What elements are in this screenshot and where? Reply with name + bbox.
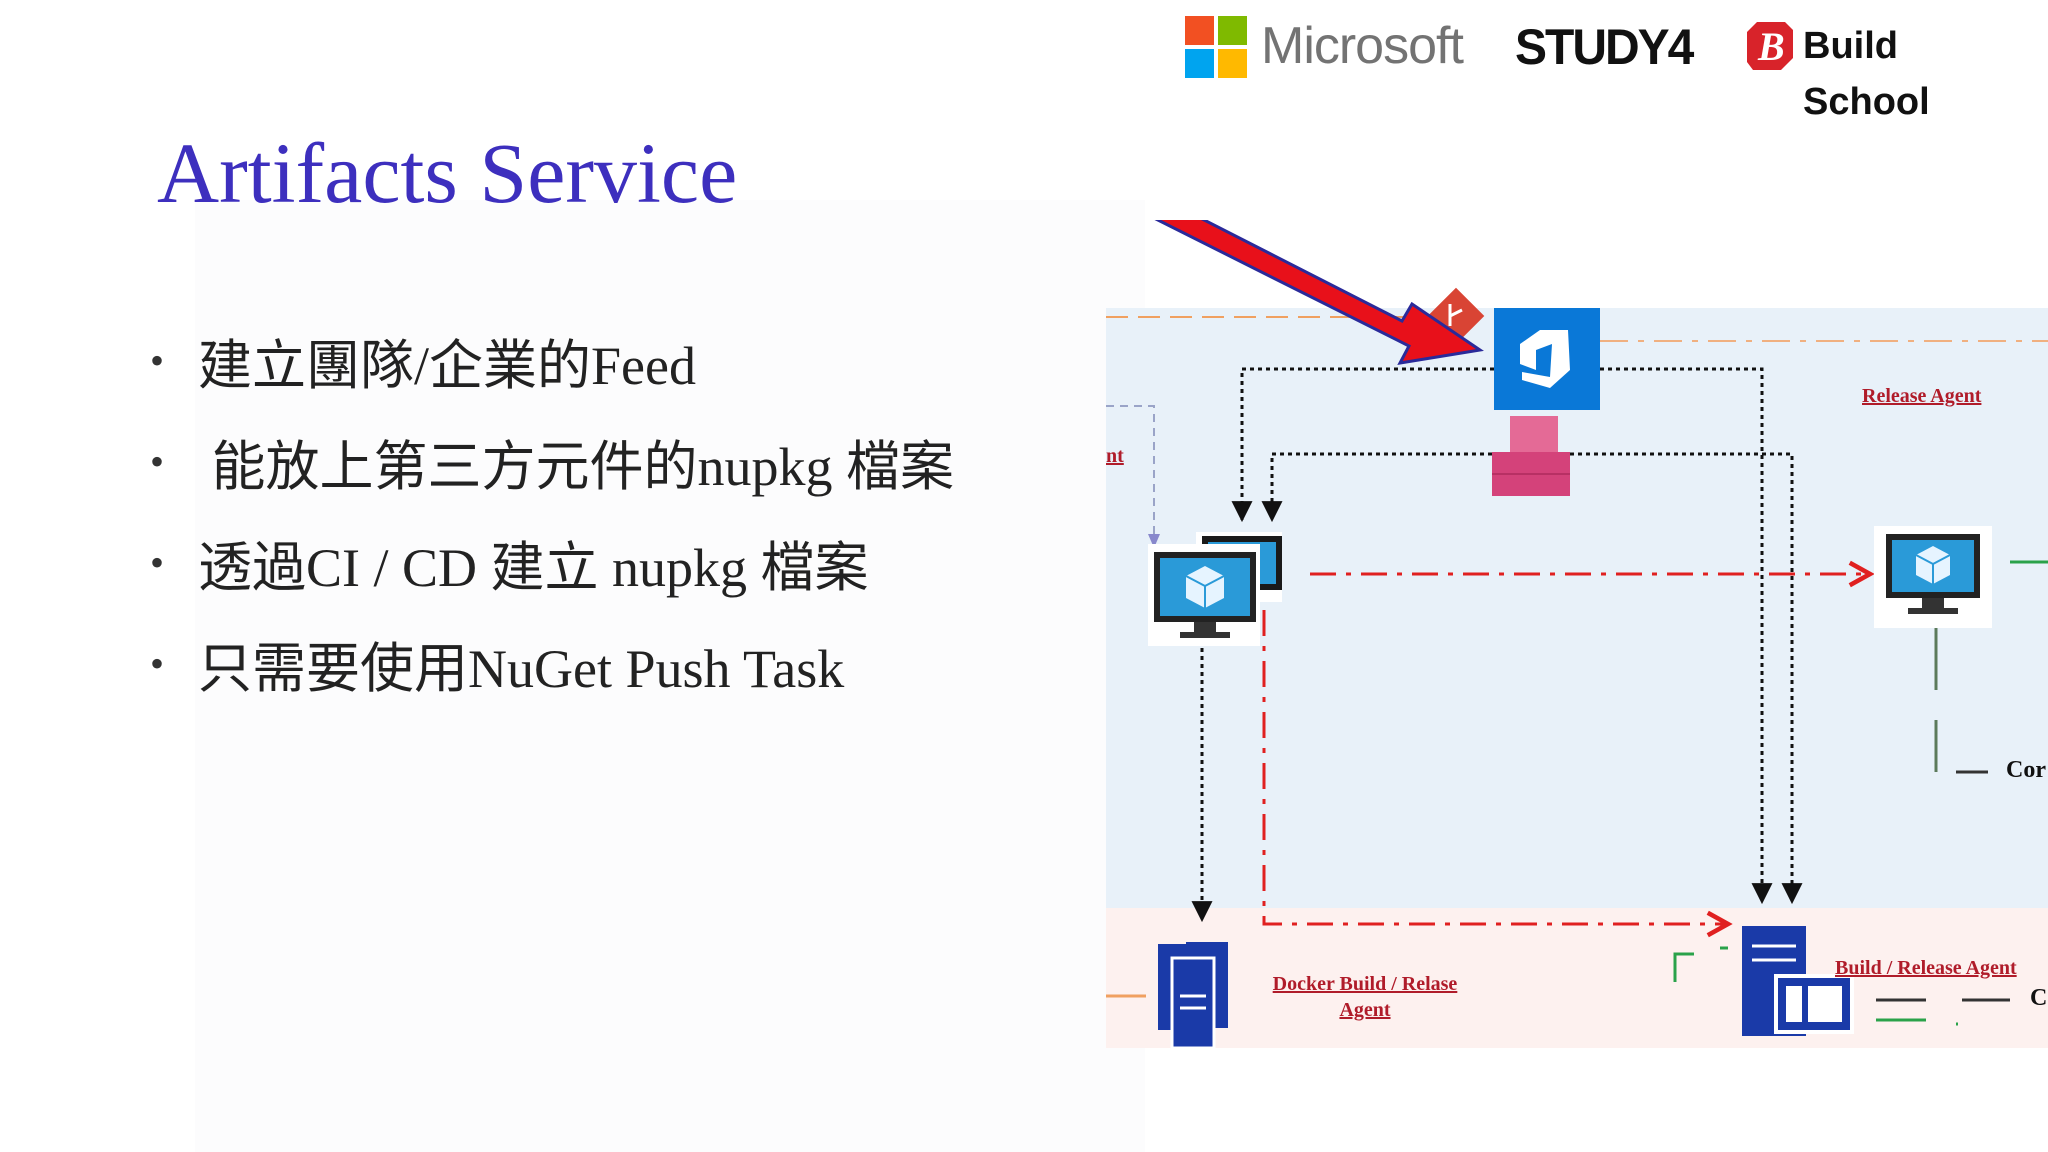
docker-agent-label: Docker Build / Relase Agent <box>1272 973 1458 1021</box>
microsoft-logo-text: Microsoft <box>1261 17 1464 75</box>
build-release-server-icon <box>1742 926 1854 1036</box>
logo-bar: Microsoft STUDY4 B Build School <box>1180 14 2030 123</box>
highlight-arrow-icon <box>1154 220 1484 365</box>
docker-server-icon <box>1158 942 1228 1050</box>
build-school-logo-icon: B <box>1747 22 1793 70</box>
pipeline-diagram: Release Agent nt Docker Build / Relase A… <box>1100 220 2048 1060</box>
bullet-dot-icon: • <box>150 338 165 383</box>
artifacts-package-icon <box>1492 416 1570 496</box>
list-item: • 只需要使用NuGet Push Task <box>150 613 954 714</box>
slide-background <box>195 200 1145 1152</box>
build-agent-monitor-icon <box>1148 544 1260 646</box>
agents-panel <box>1106 908 2048 1048</box>
bullet-dot-icon: • <box>150 540 165 585</box>
azure-devops-icon <box>1494 308 1600 410</box>
bullet-text: 透過CI / CD 建立 nupkg 檔案 <box>198 538 869 598</box>
microsoft-logo-icon <box>1185 16 1247 78</box>
list-item: • 建立團隊/企業的Feed <box>150 310 954 411</box>
bullet-dot-icon: • <box>150 439 165 484</box>
study4-logo: STUDY4 <box>1515 19 1694 76</box>
build-school-mark: B <box>1757 24 1785 69</box>
bullet-dot-icon: • <box>150 641 165 686</box>
list-item: • 能放上第三方元件的nupkg 檔案 <box>150 411 954 512</box>
build-release-agent-label: Build / Release Agent <box>1835 957 2017 979</box>
bullet-text: 能放上第三方元件的nupkg 檔案 <box>198 437 955 497</box>
list-item: • 透過CI / CD 建立 nupkg 檔案 <box>150 512 954 613</box>
bullet-text: 建立團隊/企業的Feed <box>198 336 696 396</box>
c-label-fragment: C <box>2030 985 2048 1011</box>
page-title: Artifacts Service <box>157 125 738 221</box>
bullet-list: • 建立團隊/企業的Feed • 能放上第三方元件的nupkg 檔案 • 透過C… <box>150 310 954 714</box>
build-school-logo-text: Build School <box>1803 25 1930 123</box>
pipeline-diagram-svg <box>1106 220 2048 1050</box>
agent-label-fragment: nt <box>1106 445 1124 467</box>
release-agent-monitor-icon <box>1874 526 1992 628</box>
release-agent-label: Release Agent <box>1862 385 1982 407</box>
con-label-fragment: Cor <box>2006 757 2046 783</box>
bullet-text: 只需要使用NuGet Push Task <box>198 639 845 699</box>
